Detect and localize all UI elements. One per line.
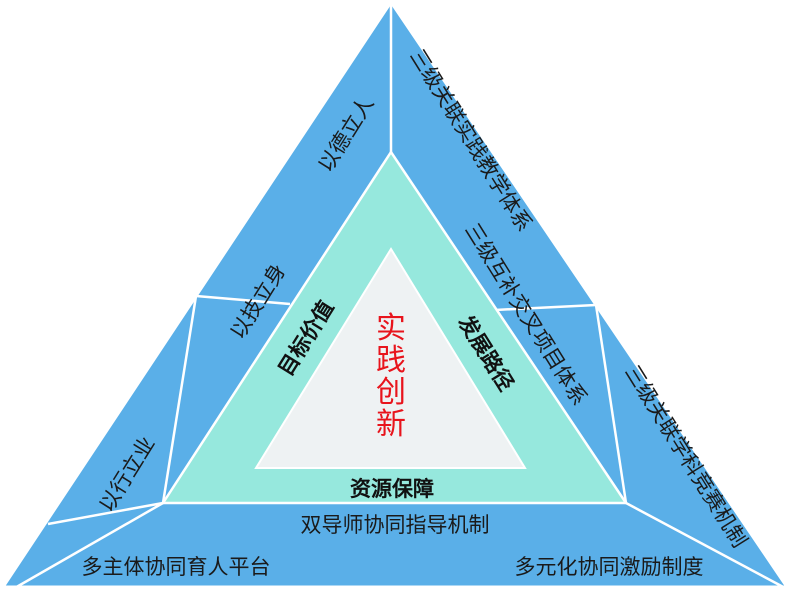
core-label: 实践创新	[376, 311, 406, 442]
outer-dividers	[12, 2, 788, 591]
core-label-char: 实	[376, 311, 406, 346]
core-label-char: 新	[376, 407, 406, 442]
outer-bottom-right-label: 多元化协同激励制度	[515, 555, 704, 579]
middle-bottom-label: 资源保障	[350, 477, 434, 501]
divider-left-bottom	[161, 295, 198, 504]
divider-right-bottom	[594, 304, 628, 504]
divider-right-mid	[494, 303, 597, 312]
outer-bottom-left-label: 多主体协同育人平台	[82, 555, 271, 579]
divider-bottom-right	[625, 501, 788, 591]
divider-left-base	[47, 501, 164, 526]
outer-bottom-top-label: 双导师协同指导机制	[301, 513, 490, 537]
core-label-char: 创	[376, 375, 406, 410]
divider-left-mid	[195, 294, 291, 306]
core-label-char: 践	[376, 343, 406, 378]
core-triangle	[254, 247, 527, 469]
divider-bottom-left	[12, 501, 164, 591]
